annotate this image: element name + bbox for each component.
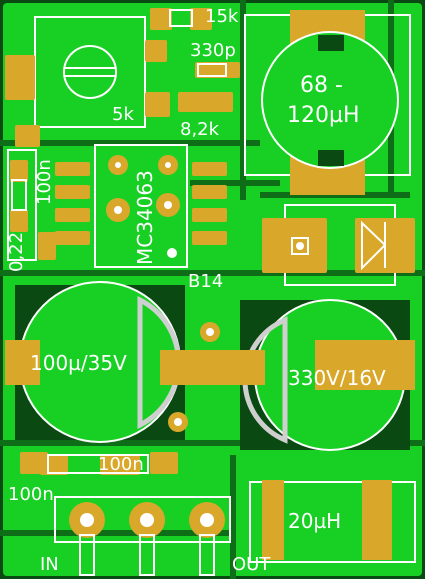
pad-100n-bot-b — [100, 455, 140, 475]
label-inductor-filter: 20µH — [288, 509, 341, 533]
ic-thru-pads — [106, 155, 180, 258]
label-r-8k2: 8,2k — [180, 119, 220, 140]
label-inductor-main-top: 68 - — [300, 73, 343, 98]
pad-100n-mid-b — [150, 452, 178, 474]
diode-symbol — [291, 220, 387, 271]
ic-pin-2 — [55, 185, 90, 199]
ic-pin-4 — [55, 231, 90, 245]
c-100n-mid-body — [47, 454, 149, 474]
r-15k-body — [169, 9, 193, 27]
c-100n-left-body — [11, 179, 27, 211]
connector-outline — [54, 496, 231, 543]
pad-8k2-b — [178, 92, 233, 112]
label-r-022: 0,22 — [6, 232, 27, 272]
ic-outline — [94, 144, 188, 268]
pad-330p-a — [145, 40, 167, 62]
ic-pin-6 — [192, 185, 227, 199]
label-inductor-main-bottom: 120µH — [287, 103, 360, 128]
pad-330p-b — [195, 62, 240, 78]
ic-pin-3 — [55, 208, 90, 222]
connector — [69, 502, 225, 576]
vias — [168, 322, 220, 432]
ic-pin-7 — [192, 208, 227, 222]
label-c-330p: 330p — [190, 40, 236, 61]
pad-100n-left-b — [10, 210, 28, 232]
ic-pin-5 — [192, 162, 227, 176]
pad-trim-a — [5, 55, 35, 100]
label-ic-part: MC34063 — [133, 170, 157, 265]
pad-cap-out-a — [225, 350, 265, 385]
label-conn-out: OUT — [232, 554, 271, 575]
label-c-100n-left: 100n — [34, 159, 55, 205]
label-cap-in: 100µ/35V — [30, 351, 127, 375]
label-c-100n-bottom: 100n — [8, 484, 54, 505]
pad-filter-b — [362, 480, 392, 560]
labels: 15k 330p 5k 8,2k 100n 0,22 MC34063 B14 6… — [6, 6, 386, 575]
pad-100n-left-a — [10, 160, 28, 182]
component-bodies — [11, 9, 227, 474]
label-conn-in: IN — [40, 554, 59, 575]
label-c-100n-mid: 100n — [98, 454, 144, 475]
c-330p-body — [197, 63, 227, 77]
smd-pads — [5, 8, 415, 560]
pad-trim-b — [15, 125, 40, 147]
pad-cap-in-b — [160, 350, 230, 385]
resistor-022-outline — [7, 149, 37, 261]
label-cap-out: 330V/16V — [288, 366, 386, 390]
trimmer-knob — [63, 45, 117, 99]
cap-in — [15, 281, 185, 443]
pad-15k-b — [190, 8, 212, 30]
ic-pin-8 — [192, 231, 227, 245]
pad-cap-in-a — [5, 340, 40, 385]
inductor-main-body — [261, 10, 399, 195]
pad-filter-a — [262, 480, 284, 560]
pad-022-a — [38, 232, 56, 260]
label-diode: B14 — [188, 271, 223, 292]
pad-8k2-a — [145, 92, 170, 117]
pad-cap-out-b — [315, 340, 415, 390]
pad-15k-a — [150, 8, 172, 30]
label-r-15k: 15k — [205, 6, 239, 27]
ic-pin-1 — [55, 162, 90, 176]
pad-diode-a — [262, 218, 327, 273]
inductor-filter-outline — [249, 481, 416, 563]
label-trimmer-5k: 5k — [112, 104, 134, 125]
